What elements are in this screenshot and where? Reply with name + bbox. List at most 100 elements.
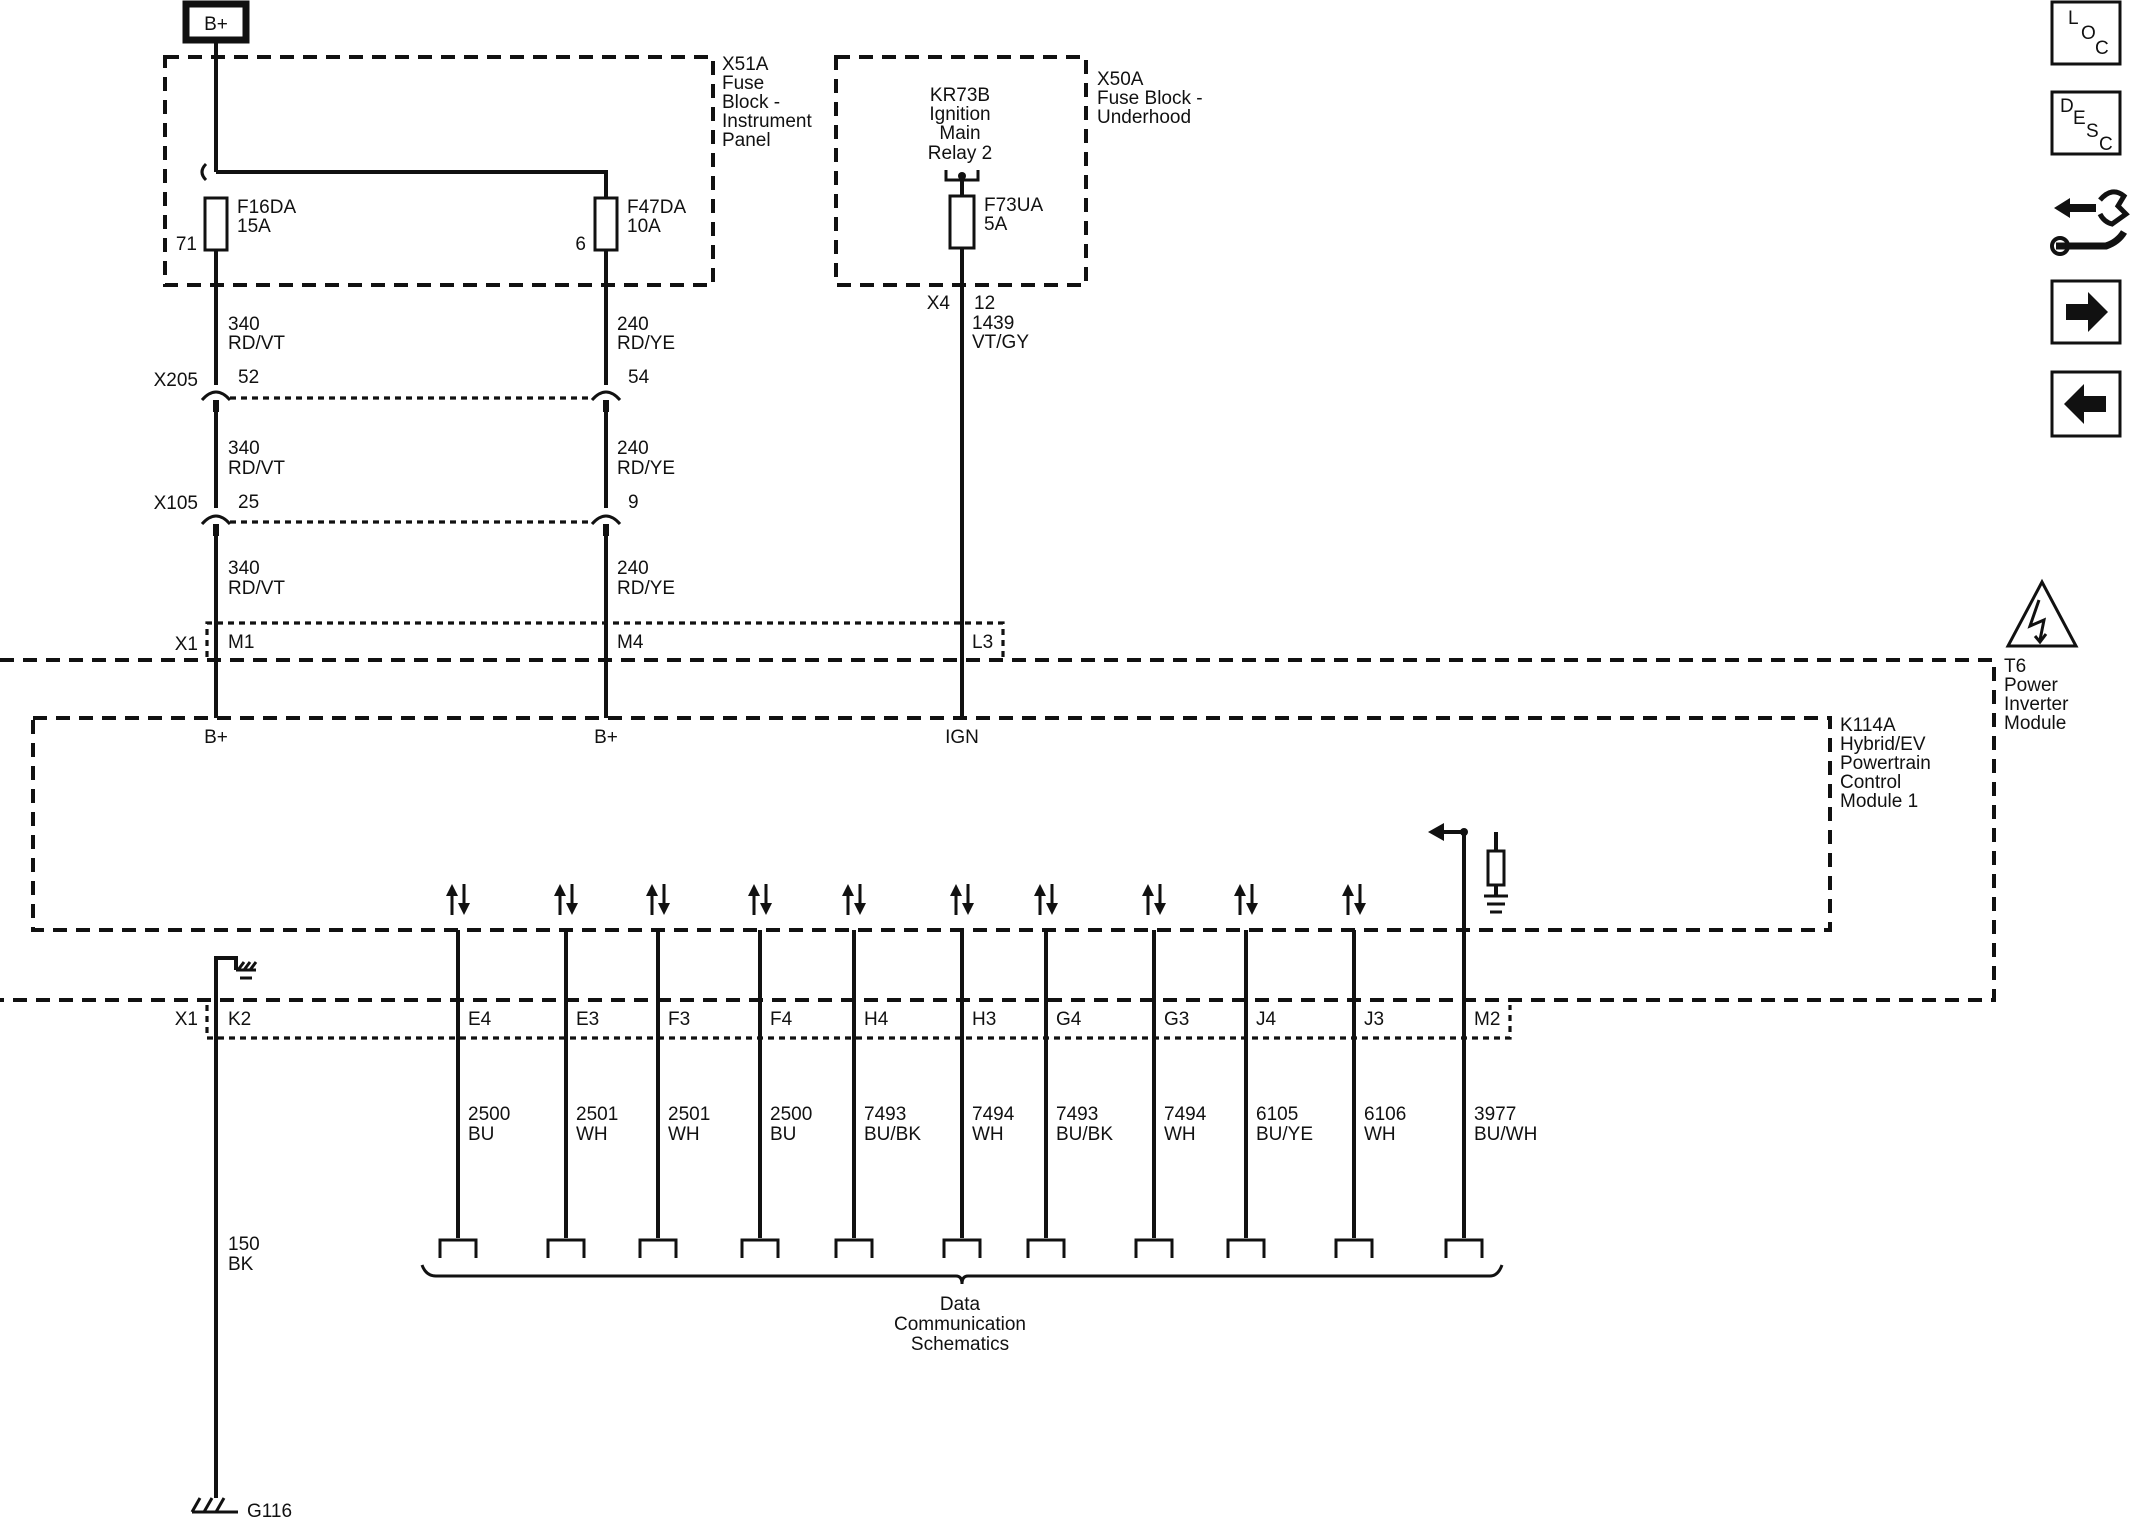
connector-x105: X105 25 9 bbox=[154, 492, 639, 536]
data-communication-bus: Data Communication Schematics bbox=[420, 1264, 1504, 1355]
svg-text:Fuse Block -: Fuse Block - bbox=[1097, 88, 1203, 109]
arrow-down-icon-j4 bbox=[1246, 903, 1258, 915]
control-module-boundary: K114A Hybrid/EV Powertrain Control Modul… bbox=[31, 715, 1931, 932]
connector-x1-bottom: X1 K2 bbox=[175, 1005, 1512, 1040]
terminal-m2 bbox=[1444, 1238, 1484, 1258]
terminal-g4 bbox=[1026, 1238, 1066, 1258]
circuit-number-f4: 2500 bbox=[770, 1104, 812, 1125]
svg-text:X51A: X51A bbox=[722, 54, 769, 75]
circuit-number-m2: 3977 bbox=[1474, 1104, 1516, 1125]
wire-color-m2: BU/WH bbox=[1474, 1124, 1537, 1145]
svg-text:X50A: X50A bbox=[1097, 69, 1144, 90]
arrow-down-icon-g3 bbox=[1154, 903, 1166, 915]
svg-text:Instrument: Instrument bbox=[722, 111, 812, 132]
wire-color-e3: WH bbox=[576, 1124, 608, 1145]
relay-kr73b: KR73B Ignition Main Relay 2 bbox=[928, 85, 992, 196]
desc-button-frame[interactable] bbox=[2050, 90, 2122, 156]
pin-label-h3: H3 bbox=[972, 1009, 996, 1030]
svg-text:54: 54 bbox=[628, 367, 650, 388]
svg-text:5A: 5A bbox=[984, 214, 1008, 235]
connector-tools-icon[interactable] bbox=[2050, 189, 2130, 256]
data-circuits: E42500BUE32501WHF32501WHF42500BUH47493BU… bbox=[438, 832, 1537, 1258]
input-label-ign: IGN bbox=[945, 727, 979, 748]
svg-text:Hybrid/EV: Hybrid/EV bbox=[1840, 734, 1926, 755]
connector-x1-top: X1 M1 M4 L3 bbox=[175, 621, 1005, 657]
desc-letter-s: S bbox=[2086, 121, 2099, 142]
svg-text:Ignition: Ignition bbox=[929, 104, 990, 125]
arrow-up-icon-e3 bbox=[554, 884, 566, 896]
desc-letter-d: D bbox=[2060, 96, 2074, 117]
loc-letter-c: C bbox=[2095, 38, 2109, 59]
wire-color-h4: BU/BK bbox=[864, 1124, 921, 1145]
svg-text:Relay 2: Relay 2 bbox=[928, 143, 992, 164]
pin-label-j4: J4 bbox=[1256, 1009, 1277, 1030]
pin-label-e3: E3 bbox=[576, 1009, 599, 1030]
svg-text:RD/VT: RD/VT bbox=[228, 458, 285, 479]
fuse-f47da: F47DA 10A 6 bbox=[575, 196, 686, 255]
pin-label-f4: F4 bbox=[770, 1009, 793, 1030]
arrow-up-icon-j3 bbox=[1342, 884, 1354, 896]
svg-text:240: 240 bbox=[617, 314, 649, 335]
wire-color-g3: WH bbox=[1164, 1124, 1196, 1145]
svg-text:240: 240 bbox=[617, 558, 649, 579]
wire-color-j4: BU/YE bbox=[1256, 1124, 1313, 1145]
pin-label-j3: J3 bbox=[1364, 1009, 1384, 1030]
svg-text:KR73B: KR73B bbox=[930, 85, 990, 106]
svg-text:340: 340 bbox=[228, 438, 260, 459]
terminal-j3 bbox=[1334, 1238, 1374, 1258]
circuit-number-e3: 2501 bbox=[576, 1104, 618, 1125]
wire-label-mid-a: 240 RD/YE bbox=[617, 314, 675, 354]
svg-text:Main: Main bbox=[939, 123, 980, 144]
arrow-up-icon-h4 bbox=[842, 884, 854, 896]
svg-text:25: 25 bbox=[238, 492, 259, 513]
wire-label-left-b: 340 RD/VT bbox=[228, 438, 285, 479]
arrow-up-icon-e4 bbox=[446, 884, 458, 896]
circuit-number-j3: 6106 bbox=[1364, 1104, 1406, 1125]
svg-text:Data: Data bbox=[940, 1294, 981, 1315]
arrow-left-button[interactable] bbox=[2050, 370, 2122, 438]
arrow-left-icon bbox=[2064, 384, 2106, 424]
svg-text:RD/VT: RD/VT bbox=[228, 578, 285, 599]
ground-circuit: 150 BK bbox=[214, 956, 260, 1498]
arrow-right-button[interactable] bbox=[2050, 279, 2122, 345]
svg-text:12: 12 bbox=[974, 293, 995, 314]
terminal-f3 bbox=[638, 1238, 678, 1258]
fuse-block-underhood: X50A Fuse Block - Underhood bbox=[834, 55, 1203, 287]
terminal-h3 bbox=[942, 1238, 982, 1258]
svg-text:52: 52 bbox=[238, 367, 259, 388]
pin-label-f3: F3 bbox=[668, 1009, 690, 1030]
arrow-right-icon bbox=[2066, 292, 2108, 332]
desc-button[interactable]: D E S C bbox=[2050, 90, 2122, 156]
loc-button-frame[interactable] bbox=[2050, 0, 2122, 66]
desc-letter-e: E bbox=[2073, 108, 2086, 129]
svg-text:9: 9 bbox=[628, 492, 639, 513]
svg-text:Control: Control bbox=[1840, 772, 1901, 793]
svg-text:240: 240 bbox=[617, 438, 649, 459]
power-inverter-module-boundary: T6 Power Inverter Module bbox=[0, 656, 2069, 1002]
terminal-g3 bbox=[1134, 1238, 1174, 1258]
arrow-down-icon-g4 bbox=[1046, 903, 1058, 915]
pin-label-g4: G4 bbox=[1056, 1009, 1082, 1030]
circuit-number-e4: 2500 bbox=[468, 1104, 510, 1125]
svg-text:340: 340 bbox=[228, 314, 260, 335]
circuit-number-f3: 2501 bbox=[668, 1104, 710, 1125]
svg-text:Powertrain: Powertrain bbox=[1840, 753, 1931, 774]
svg-text:X4: X4 bbox=[927, 293, 951, 314]
terminal-e3 bbox=[546, 1238, 586, 1258]
svg-text:Inverter: Inverter bbox=[2004, 694, 2069, 715]
input-label-b-plus-1: B+ bbox=[204, 727, 228, 748]
wire-color-h3: WH bbox=[972, 1124, 1004, 1145]
arrow-up-icon-f4 bbox=[748, 884, 760, 896]
loc-button[interactable]: L O C bbox=[2050, 0, 2122, 66]
svg-text:RD/YE: RD/YE bbox=[617, 333, 675, 354]
svg-text:71: 71 bbox=[176, 234, 197, 255]
circuit-number-g3: 7494 bbox=[1164, 1104, 1207, 1125]
svg-text:K114A: K114A bbox=[1840, 715, 1896, 736]
svg-text:Block -: Block - bbox=[722, 92, 780, 113]
svg-text:F47DA: F47DA bbox=[627, 197, 686, 218]
svg-text:BK: BK bbox=[228, 1254, 254, 1275]
wire-color-f4: BU bbox=[770, 1124, 796, 1145]
connector-x205: X205 52 54 bbox=[154, 367, 650, 412]
arrow-down-icon-h4 bbox=[854, 903, 866, 915]
arrow-up-icon-f3 bbox=[646, 884, 658, 896]
